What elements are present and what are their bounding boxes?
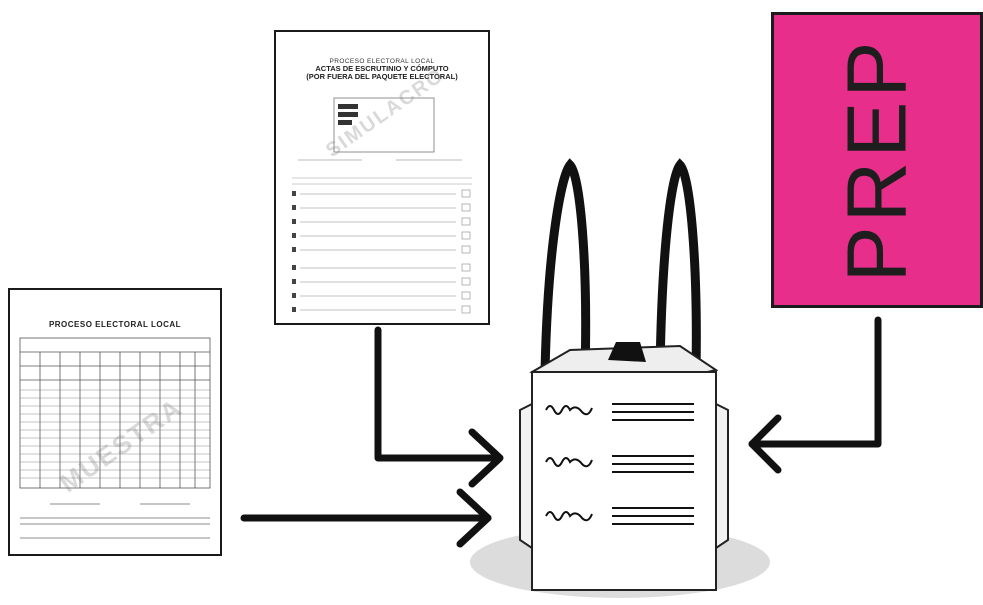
left-document-table <box>19 337 211 539</box>
package-strap-right <box>655 158 701 373</box>
arrow-top-doc-head <box>468 428 504 488</box>
package-handle <box>608 342 646 362</box>
top-document-title-line1: ACTAS DE ESCRUTINIO Y CÓMPUTO <box>315 64 449 73</box>
document-acta: PROCESO ELECTORAL LOCAL ACTAS DE ESCRUTI… <box>274 30 490 325</box>
prep-label: PREP <box>829 37 924 283</box>
package-label-lines <box>545 403 694 525</box>
top-document-content <box>292 97 472 314</box>
top-document-heading: PROCESO ELECTORAL LOCAL <box>329 58 435 65</box>
package-flap-right <box>715 402 729 550</box>
signature-3 <box>545 511 593 522</box>
signature-1 <box>545 405 593 416</box>
arrow-top-doc <box>374 326 502 462</box>
arrow-prep-head <box>748 414 782 474</box>
signature-2 <box>545 457 593 468</box>
arrow-left-doc-head <box>456 488 492 548</box>
arrow-prep <box>748 316 882 448</box>
package-flap-left <box>519 402 533 550</box>
top-document-title-line2: (POR FUERA DEL PAQUETE ELECTORAL) <box>306 72 458 82</box>
package-body <box>531 371 717 591</box>
document-results-sheet: PROCESO ELECTORAL LOCAL <box>8 288 222 556</box>
left-document-title: PROCESO ELECTORAL LOCAL <box>48 320 182 329</box>
prep-box: PREP <box>771 12 983 308</box>
package-strap-left <box>540 158 591 373</box>
